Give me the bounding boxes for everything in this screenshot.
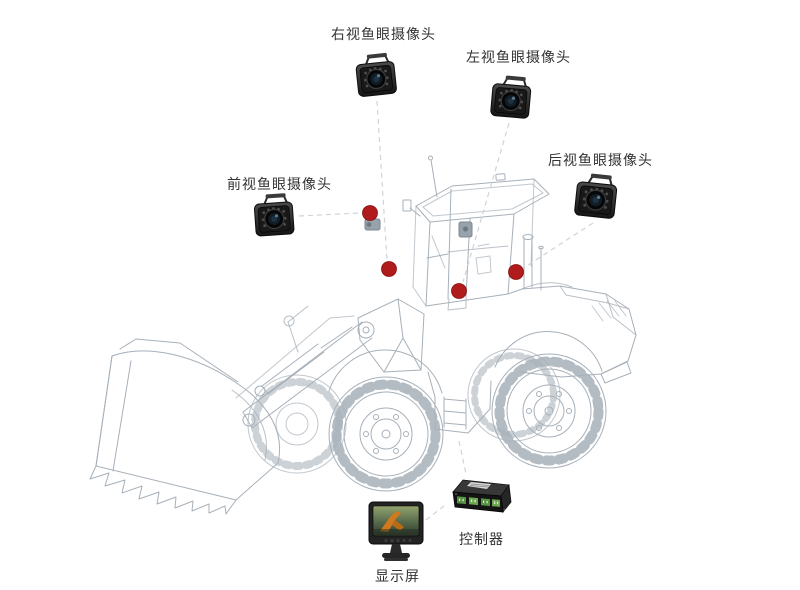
connector-controller (458, 440, 467, 475)
wheel-loader-wireframe (89, 155, 637, 515)
marker-right-camera-position (381, 261, 397, 277)
display-monitor-icon (368, 501, 424, 562)
connector-left-camera (462, 122, 510, 283)
label-left-camera: 左视鱼眼摄像头 (466, 49, 571, 65)
marker-front-camera-position (362, 205, 378, 221)
label-controller: 控制器 (459, 531, 504, 547)
connector-front-camera (298, 212, 361, 217)
connector-rear-camera (524, 222, 594, 268)
camera-position-markers (362, 205, 524, 299)
label-rear-camera: 后视鱼眼摄像头 (548, 152, 653, 168)
left-fisheye-camera-icon (489, 73, 533, 120)
label-front-camera: 前视鱼眼摄像头 (227, 176, 332, 192)
label-right-camera: 右视鱼眼摄像头 (331, 26, 436, 42)
connector-right-camera (376, 100, 388, 261)
front-fisheye-camera-icon (252, 191, 296, 238)
connector-lines (298, 100, 594, 521)
right-fisheye-camera-icon (353, 51, 398, 98)
connector-display (425, 505, 445, 521)
rear-fisheye-camera-icon (573, 171, 620, 220)
controller-box-icon (452, 479, 512, 513)
label-display: 显示屏 (375, 568, 420, 584)
marker-left-camera-position (451, 283, 467, 299)
marker-rear-camera-position (508, 264, 524, 280)
